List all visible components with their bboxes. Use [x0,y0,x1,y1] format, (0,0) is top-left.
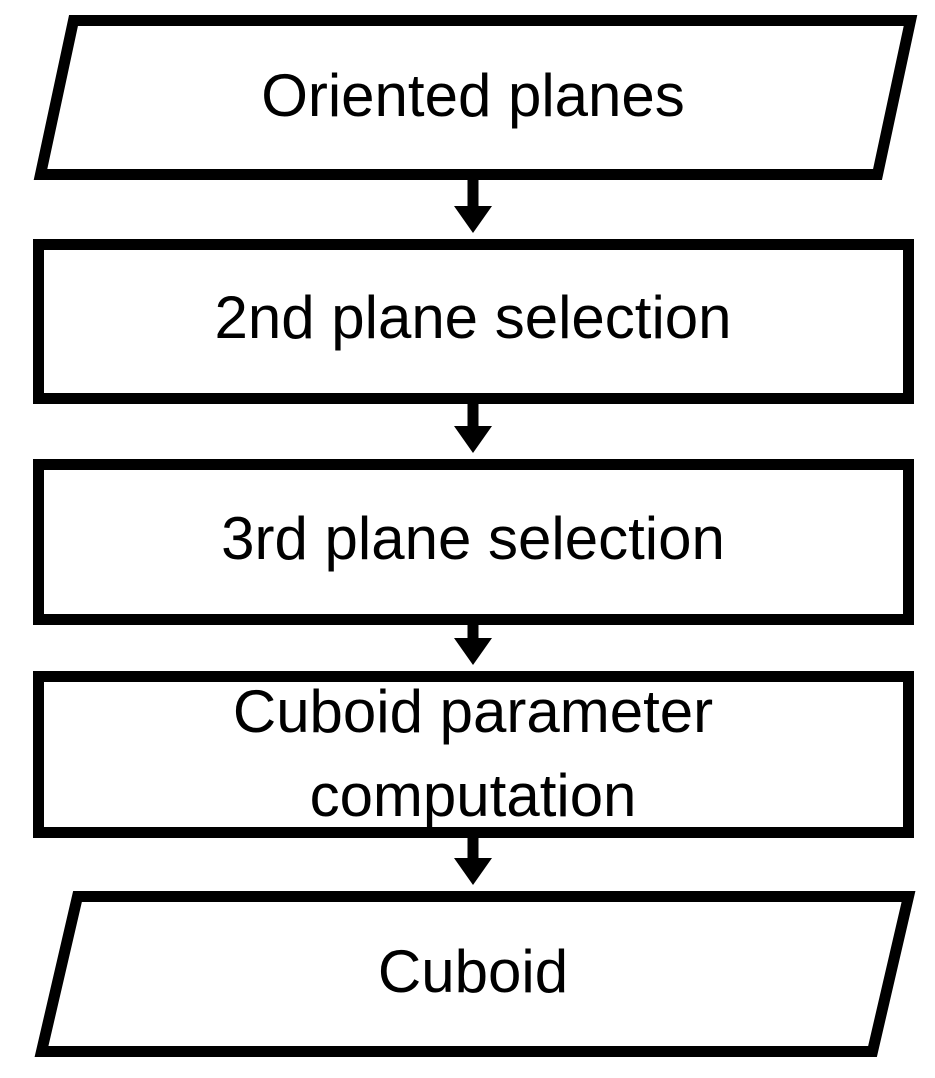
parallelogram-shape-input [33,15,918,180]
node-label-oriented-planes: Oriented planes [261,62,685,129]
edge-4-arrowhead-icon [454,858,492,885]
node-label-third-plane-selection: 3rd plane selection [221,505,725,572]
edge-1-arrow-down [454,180,492,233]
edge-1-arrowhead-icon [454,206,492,233]
node-oriented-planes[interactable]: Oriented planes [33,15,918,180]
parallelogram-shape-output [34,891,916,1057]
rectangle-shape-process-3 [33,459,914,625]
edge-4-arrow-down [454,838,492,885]
edge-2-arrow-down [454,404,492,453]
node-label-cuboid-parameter-computation-line2: computation [310,762,637,829]
edge-3-arrowhead-icon [454,638,492,665]
rectangle-shape-process-4 [33,671,914,838]
rectangle-shape-process-2 [33,239,914,404]
node-cuboid[interactable]: Cuboid [34,891,916,1057]
node-second-plane-selection[interactable]: 2nd plane selection [33,239,914,404]
node-label-cuboid: Cuboid [378,938,568,1005]
node-third-plane-selection[interactable]: 3rd plane selection [33,459,914,625]
node-label-second-plane-selection: 2nd plane selection [214,284,731,351]
node-cuboid-parameter-computation[interactable]: Cuboid parameter computation [33,671,914,838]
edge-3-arrow-down [454,625,492,665]
edge-2-arrowhead-icon [454,426,492,453]
node-label-cuboid-parameter-computation-line1: Cuboid parameter [233,678,713,745]
